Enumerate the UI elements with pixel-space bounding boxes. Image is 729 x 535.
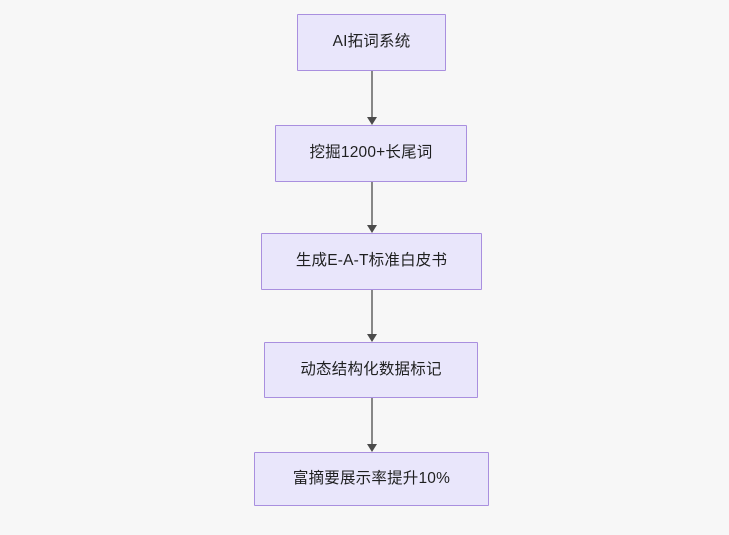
node-label: 生成E-A-T标准白皮书 (295, 252, 448, 270)
arrowhead-icon (366, 117, 377, 125)
connector-node3-node4 (365, 290, 378, 342)
connector-node4-node5 (365, 398, 378, 452)
arrowhead-icon (366, 334, 377, 342)
connector-node1-node2 (365, 71, 378, 125)
connector-node2-node3 (365, 182, 378, 233)
connector-line (370, 71, 373, 118)
arrowhead-icon (366, 444, 377, 452)
flowchart-node-ai-keyword-system[interactable]: AI拓词系统 (297, 14, 446, 71)
node-label: 富摘要展示率提升10% (292, 469, 451, 487)
connector-line (370, 398, 373, 445)
node-label: AI拓词系统 (332, 33, 411, 51)
flowchart-node-longtail-keywords[interactable]: 挖掘1200+长尾词 (275, 125, 467, 182)
flowchart-node-eat-whitepaper[interactable]: 生成E-A-T标准白皮书 (261, 233, 482, 290)
node-label: 动态结构化数据标记 (300, 360, 442, 378)
connector-line (370, 290, 373, 335)
node-label: 挖掘1200+长尾词 (309, 144, 433, 162)
flowchart-node-structured-data-markup[interactable]: 动态结构化数据标记 (264, 342, 478, 398)
arrowhead-icon (366, 225, 377, 233)
flowchart-node-rich-snippet-result[interactable]: 富摘要展示率提升10% (254, 452, 489, 506)
connector-line (370, 182, 373, 226)
